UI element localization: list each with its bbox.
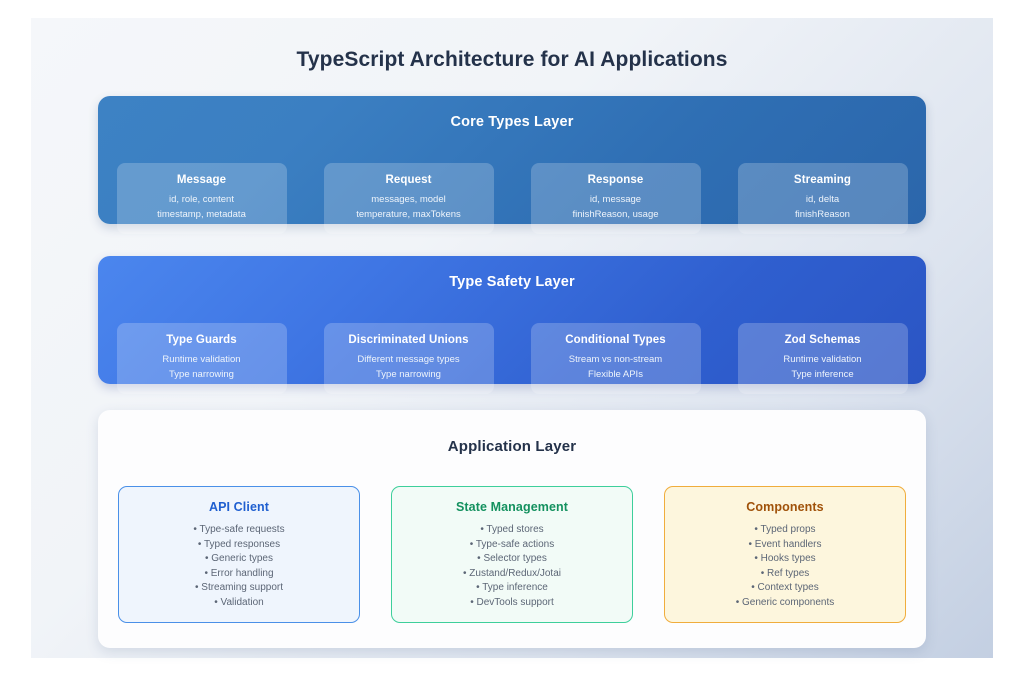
- layer-application: Application Layer API Client • Type-safe…: [98, 410, 926, 648]
- safety-card-zod-schemas-title: Zod Schemas: [784, 334, 861, 346]
- app-card-components-item-1: • Typed props: [754, 524, 816, 535]
- page-title: TypeScript Architecture for AI Applicati…: [296, 48, 728, 71]
- core-types-card-row: Message id, role, content timestamp, met…: [98, 163, 926, 234]
- app-card-components[interactable]: Components • Typed props • Event handler…: [664, 486, 906, 623]
- app-card-api-client[interactable]: API Client • Type-safe requests • Typed …: [118, 486, 360, 623]
- core-card-request-title: Request: [385, 174, 432, 186]
- safety-card-zod-schemas-line-1: Runtime validation: [783, 354, 862, 365]
- core-card-response[interactable]: Response id, message finishReason, usage: [530, 163, 701, 234]
- app-card-api-client-item-4: • Error handling: [204, 567, 274, 579]
- diagram-canvas: TypeScript Architecture for AI Applicati…: [31, 18, 993, 658]
- safety-card-discriminated-unions-line-2: Type narrowing: [376, 368, 441, 380]
- app-card-components-item-3: • Hooks types: [754, 553, 816, 564]
- app-card-api-client-item-6: • Validation: [214, 596, 264, 608]
- safety-card-type-guards[interactable]: Type Guards Runtime validation Type narr…: [116, 323, 287, 394]
- core-card-message-line-1: id, role, content: [169, 194, 234, 205]
- app-card-components-title: Components: [746, 500, 824, 514]
- safety-card-conditional-types-line-1: Stream vs non-stream: [568, 354, 663, 365]
- app-card-state-management-item-5: • Type inference: [476, 582, 548, 593]
- core-card-response-line-1: id, message: [589, 194, 642, 205]
- safety-card-zod-schemas[interactable]: Zod Schemas Runtime validation Type infe…: [737, 323, 908, 394]
- app-card-components-item-2: • Event handlers: [748, 538, 822, 550]
- core-card-response-title: Response: [587, 174, 644, 186]
- app-card-state-management-item-1: • Typed stores: [480, 524, 544, 535]
- safety-card-discriminated-unions-line-1: Different message types: [357, 354, 460, 365]
- app-card-state-management-item-2: • Type-safe actions: [469, 538, 555, 550]
- core-card-request-line-1: messages, model: [371, 194, 446, 205]
- safety-card-conditional-types[interactable]: Conditional Types Stream vs non-stream F…: [530, 323, 701, 394]
- core-card-request[interactable]: Request messages, model temperature, max…: [323, 163, 494, 234]
- core-card-streaming-line-2: finishReason: [795, 208, 850, 220]
- layer-type-safety: Type Safety Layer Type Guards Runtime va…: [98, 256, 926, 394]
- app-card-components-item-6: • Generic components: [735, 596, 835, 608]
- app-card-components-item-4: • Ref types: [760, 567, 810, 579]
- app-card-api-client-title: API Client: [208, 500, 270, 514]
- app-card-api-client-item-1: • Type-safe requests: [193, 524, 285, 535]
- core-card-streaming-title: Streaming: [793, 174, 852, 186]
- core-card-message-title: Message: [176, 174, 227, 186]
- app-card-state-management[interactable]: State Management • Typed stores • Type-s…: [391, 486, 633, 623]
- layer-core-types-title: Core Types Layer: [450, 114, 574, 130]
- app-card-state-management-item-6: • DevTools support: [470, 596, 554, 608]
- safety-card-type-guards-title: Type Guards: [166, 334, 237, 346]
- core-card-streaming[interactable]: Streaming id, delta finishReason: [737, 163, 908, 234]
- core-card-streaming-line-1: id, delta: [805, 194, 840, 205]
- app-card-state-management-title: State Management: [455, 500, 569, 514]
- safety-card-conditional-types-line-2: Flexible APIs: [588, 368, 643, 380]
- app-card-state-management-item-3: • Selector types: [477, 553, 547, 564]
- app-card-api-client-item-5: • Streaming support: [195, 582, 283, 593]
- app-card-api-client-item-2: • Typed responses: [197, 538, 281, 550]
- layer-type-safety-title: Type Safety Layer: [449, 274, 575, 290]
- layer-application-title: Application Layer: [447, 438, 577, 455]
- safety-card-conditional-types-title: Conditional Types: [565, 334, 666, 346]
- app-card-state-management-item-4: • Zustand/Redux/Jotai: [463, 567, 561, 579]
- core-card-message[interactable]: Message id, role, content timestamp, met…: [116, 163, 287, 234]
- type-safety-card-row: Type Guards Runtime validation Type narr…: [98, 323, 926, 394]
- application-card-row: API Client • Type-safe requests • Typed …: [98, 486, 926, 623]
- core-card-message-line-2: timestamp, metadata: [157, 208, 246, 220]
- safety-card-type-guards-line-1: Runtime validation: [162, 354, 241, 365]
- app-card-components-item-5: • Context types: [751, 582, 819, 593]
- app-card-api-client-item-3: • Generic types: [205, 553, 273, 564]
- core-card-response-line-2: finishReason, usage: [572, 208, 659, 220]
- layer-core-types: Core Types Layer Message id, role, conte…: [98, 96, 926, 234]
- core-card-request-line-2: temperature, maxTokens: [356, 208, 461, 220]
- safety-card-discriminated-unions-title: Discriminated Unions: [348, 334, 469, 346]
- safety-card-type-guards-line-2: Type narrowing: [169, 368, 234, 380]
- safety-card-zod-schemas-line-2: Type inference: [791, 368, 854, 380]
- safety-card-discriminated-unions[interactable]: Discriminated Unions Different message t…: [323, 323, 494, 394]
